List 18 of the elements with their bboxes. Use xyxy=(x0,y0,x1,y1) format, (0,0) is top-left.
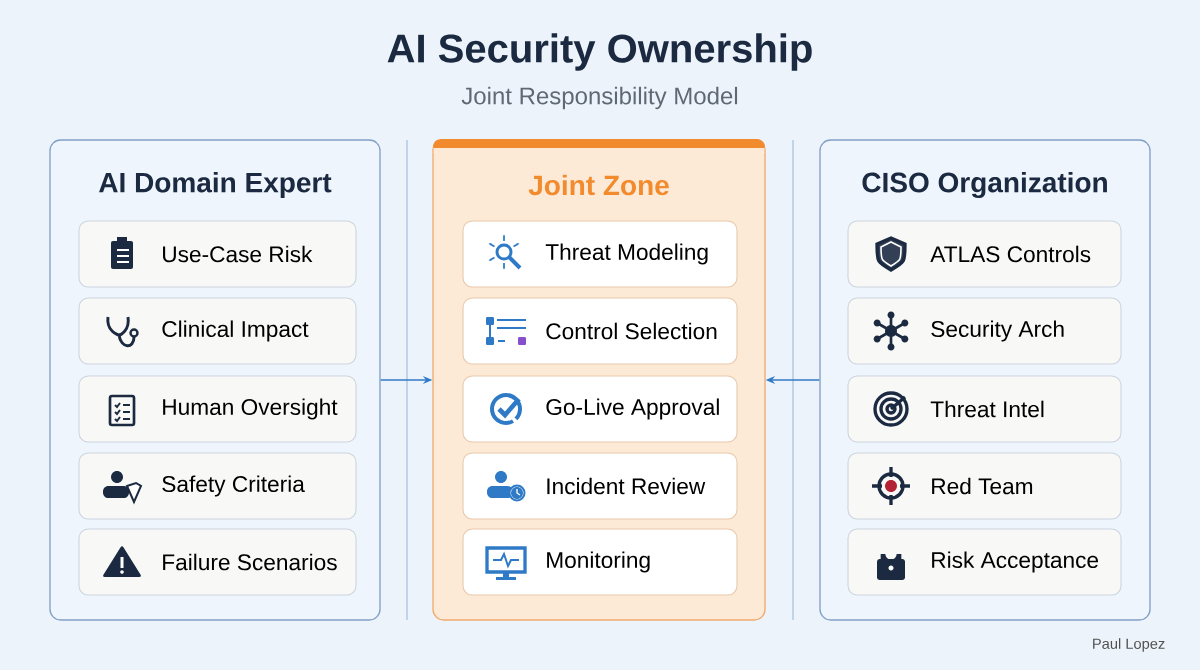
item-box: Threat Intel xyxy=(847,375,1122,443)
item-box: Safety Criteria xyxy=(78,452,357,520)
title: AI Security Ownership xyxy=(387,33,812,71)
author-credit: Paul Lopez xyxy=(1093,638,1165,652)
item-box: Risk Acceptance xyxy=(847,528,1122,596)
item-box: Human Oversight xyxy=(78,375,357,443)
item-box: ATLAS Controls xyxy=(847,220,1122,288)
item-box: Threat Modeling xyxy=(462,220,738,288)
item-box: Go-Live Approval xyxy=(462,375,738,443)
item-box: Clinical Impact xyxy=(78,297,357,365)
item-box: Monitoring xyxy=(462,528,738,596)
item-box: Incident Review xyxy=(462,452,738,520)
item-box: Control Selection xyxy=(462,297,738,365)
item-box: Use-Case Risk xyxy=(78,220,357,288)
item-box: Failure Scenarios xyxy=(78,528,357,596)
subtitle: Joint Responsibility Model xyxy=(461,86,738,110)
item-box: Security Arch xyxy=(847,297,1122,365)
item-box: Red Team xyxy=(847,452,1122,520)
